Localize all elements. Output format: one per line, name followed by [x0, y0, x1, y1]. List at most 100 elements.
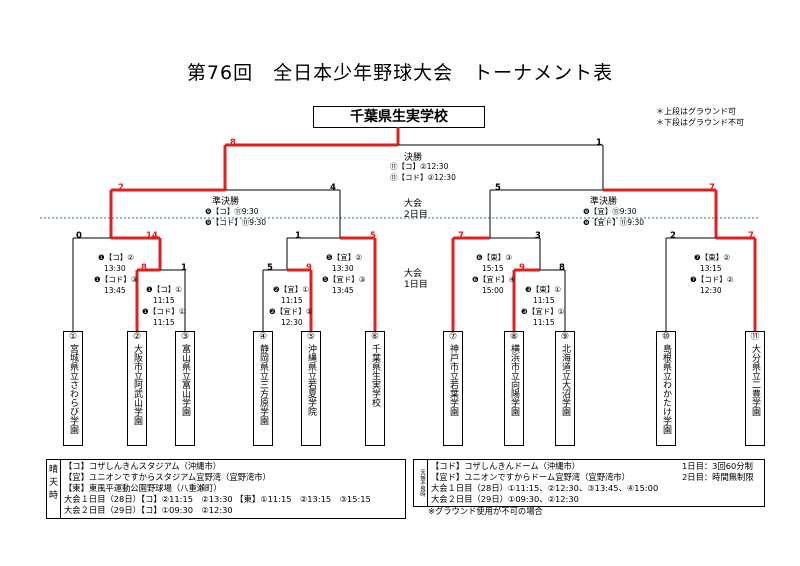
score-q4-r: 7: [748, 231, 754, 241]
score-sf-l-l: 2: [118, 183, 124, 193]
team-name: 島根県立わかたけ学園: [661, 344, 671, 434]
team-box: ⑪ 大分県立二豊学園: [745, 331, 765, 446]
team-number: ⑦: [448, 332, 458, 342]
score-r1a-r: 1: [181, 263, 187, 273]
legend: ＊上段はグラウンド可 ＊下段はグラウンド不可: [656, 106, 744, 128]
venue-line: 【コ】コザしんきんスタジアム（沖縄市）: [64, 461, 222, 471]
score-r1c-r: 8: [559, 263, 565, 273]
score-sf-r-l: 5: [495, 183, 501, 193]
game-q2-4: 13:45: [332, 286, 354, 295]
score-sf-r-r: 7: [709, 183, 715, 193]
team-name: 静岡県立三方原学園: [258, 344, 268, 425]
footnote: ※グラウンド使用が不可の場合: [428, 506, 543, 516]
score-r1b-l: 5: [267, 263, 273, 273]
page-title: 第76回 全日本少年野球大会 トーナメント表: [186, 62, 614, 84]
score-q4-l: 2: [670, 231, 676, 241]
game-semi-right-2: ❾【宜ド】⑪9:30: [583, 218, 645, 227]
side-char: 晴: [48, 465, 58, 475]
legend-item: ＊下段はグラウンド不可: [656, 118, 744, 127]
score-q2-l: 1: [295, 231, 301, 241]
game-final-line2: ⑪【コド】②12:30: [390, 173, 456, 182]
team-name: 富山県立富山学園: [180, 344, 190, 416]
game-r1c-3: ❸【宜ド】①: [521, 307, 565, 316]
score-q3-l: 7: [458, 231, 464, 241]
score-final-right: 1: [596, 138, 602, 148]
team-number: ⑤: [306, 332, 316, 342]
game-q4-1: ❼【東】②: [694, 253, 730, 262]
game-q3-3: ❻【宜ド】④: [472, 275, 516, 284]
game-r1a-3: ❶【コド】①: [142, 307, 186, 316]
game-r1a-4: 11:15: [153, 318, 175, 327]
team-box: ④ 静岡県立三方原学園: [253, 331, 273, 446]
score-r1c-l: 9: [519, 263, 525, 273]
team-number: ⑧: [509, 332, 519, 342]
game-r1a-2: 11:15: [153, 296, 175, 305]
game-r1b-2: 11:15: [281, 296, 303, 305]
game-semi-right-1: ❾【宜】⑪9:30: [583, 207, 637, 216]
schedule-line: 大会１日目（28日）①11:15、②12:30、③13:45、④15:00: [431, 483, 659, 493]
legend-item: ＊上段はグラウンド可: [656, 107, 736, 116]
venue-box-rain: 天候不良時 【コド】コザしんきんドーム（沖縄市） 【宜ド】ユニオンですからドーム…: [413, 459, 765, 507]
round-final: 決勝: [404, 153, 423, 163]
team-number: ③: [180, 332, 190, 342]
game-q3-2: 15:15: [482, 264, 504, 273]
venue-box-fine: 晴 天 時 【コ】コザしんきんスタジアム（沖縄市） 【宜】ユニオンですからスタジ…: [46, 459, 406, 519]
round-semi-left: 準決勝: [212, 197, 240, 207]
game-q4-3: ❼【コド】②: [690, 275, 734, 284]
team-name: 横浜市立向陽学園: [509, 344, 519, 416]
score-r1b-r: 9: [306, 263, 312, 273]
team-name: 宮城県立さわらび学園: [68, 344, 78, 434]
game-r1a-1: ❶【コ】①: [146, 285, 182, 294]
round-semi-right: 準決勝: [590, 197, 618, 207]
game-r1b-3: ❷【宜ド】①: [269, 307, 313, 316]
venue-line: 【宜】ユニオンですからスタジアム宜野湾（宜野湾市）: [64, 472, 271, 482]
game-r1c-2: 11:15: [533, 296, 555, 305]
game-final-line1: ⑪【コ】②12:30: [390, 162, 449, 171]
score-r1a-l: 8: [141, 263, 147, 273]
game-q4-2: 13:15: [700, 264, 722, 273]
schedule-line: 大会１日目（28日）【コ】②11:15 ②13:30 【東】①11:15 ②13…: [64, 494, 371, 504]
team-number: ⑥: [370, 332, 380, 342]
team-number: ①: [68, 332, 78, 342]
venue-line: 【東】東風平運動公園野球場（八重瀬町）: [64, 483, 222, 493]
score-q1-r: 14: [146, 231, 158, 241]
game-q3-4: 15:00: [482, 286, 504, 295]
schedule-line: 大会２日目（29日）①09:30、②12:30: [431, 494, 579, 504]
team-name: 大分県立二豊学園: [750, 344, 760, 416]
game-q1-1: ❶【コ】②: [98, 253, 134, 262]
game-q3-1: ❻【東】③: [476, 253, 512, 262]
game-q1-2: 13:30: [104, 264, 126, 273]
team-box: ③ 富山県立富山学園: [175, 331, 195, 446]
team-number: ⑩: [661, 332, 671, 342]
score-final-left: 8: [230, 138, 236, 148]
game-q2-1: ❺【宜】②: [326, 253, 362, 262]
side-char: 天: [48, 478, 58, 488]
team-box: ② 大阪市立阿武山学園: [127, 331, 147, 446]
venue-line: 【コド】コザしんきんドーム（沖縄市）: [431, 461, 581, 471]
score-sf-l-r: 4: [330, 183, 336, 193]
team-box: ⑧ 横浜市立向陽学園: [504, 331, 524, 446]
team-name: 大阪市立阿武山学園: [132, 344, 142, 425]
team-box: ⑤ 沖縄県立若夏学院: [301, 331, 321, 446]
team-number: ④: [258, 332, 268, 342]
game-q1-3: ❶【コド】③: [94, 275, 138, 284]
venue-line: 【宜ド】ユニオンですからドーム宜野湾（宜野湾市）: [431, 472, 630, 482]
game-q4-4: 12:30: [700, 286, 722, 295]
game-r1c-4: 11:15: [533, 318, 555, 327]
team-number: ②: [132, 332, 142, 342]
team-box: ① 宮城県立さわらび学園: [63, 331, 83, 446]
score-q3-r: 3: [535, 231, 541, 241]
rule-line: 2日目：時間無制限: [682, 472, 754, 482]
team-box: ⑩ 島根県立わかたけ学園: [656, 331, 676, 446]
round-day2-a: 大会: [404, 199, 423, 209]
team-name: 沖縄県立若夏学院: [306, 344, 316, 416]
game-r1b-1: ❷【宜】①: [273, 285, 309, 294]
game-semi-left-1: ❾【コ】⑪9:30: [205, 207, 259, 216]
round-day1-b: 1日目: [404, 280, 428, 290]
game-r1c-1: ❸【東】①: [525, 285, 561, 294]
game-q1-4: 13:45: [104, 286, 126, 295]
fine-weather-label: 晴 天 時: [47, 460, 61, 518]
team-number: ⑪: [750, 332, 760, 342]
